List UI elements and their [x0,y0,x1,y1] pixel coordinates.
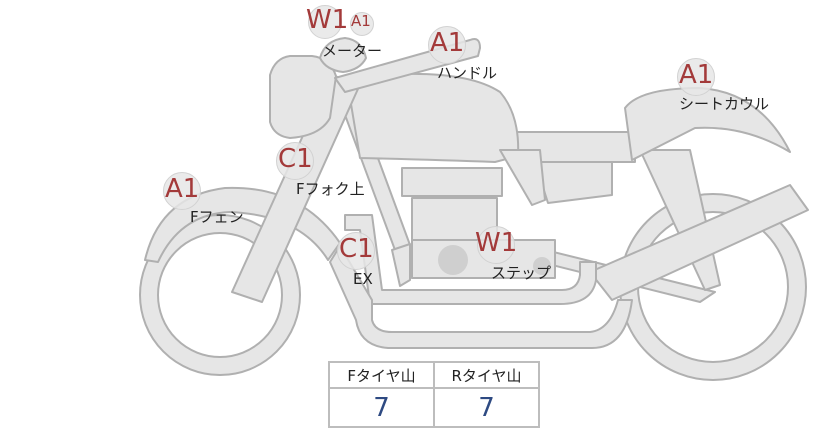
engine-cover-left [438,245,468,275]
frame-cradle [391,243,411,287]
front-tread-header: Fタイヤ山 [328,361,435,389]
rear-tread-header: Rタイヤ山 [433,361,540,389]
exhaust-grade-badge: C1 [337,232,375,270]
seat-cowl-shape [624,87,791,161]
rear-shock [589,184,809,301]
fuel-tank [347,72,520,163]
meter-secondary-grade-badge: A1 [350,12,374,36]
front-tread-value: 7 [328,387,435,428]
f-fork-upper-label: Fフォク上 [296,180,365,198]
meter-housing [319,37,367,73]
f-fender-label: Fフェン [190,208,244,226]
seat-cowl-label: シートカウル [679,95,770,113]
f-fender-grade-badge: A1 [163,172,201,210]
exhaust-lower [329,245,633,349]
meter-label: メーター [322,42,383,60]
step-grade-badge: W1 [475,226,517,264]
frame-top-rail [499,149,546,206]
tire-tread-table: Fタイヤ山 Rタイヤ山 7 7 [328,361,540,428]
engine-cylinder [401,167,503,197]
handle-grade-badge: A1 [428,26,466,64]
side-cover [534,161,613,204]
engine-cover-right [533,257,551,275]
exhaust-label: EX [353,270,373,288]
meter-grade-badge: W1 [306,5,348,39]
step-label: ステップ [491,264,552,282]
rear-tread-value: 7 [433,387,540,428]
seat-cowl-grade-badge: A1 [677,58,715,96]
handle-label: ハンドル [437,64,498,82]
f-fork-upper-grade-badge: C1 [276,142,314,180]
